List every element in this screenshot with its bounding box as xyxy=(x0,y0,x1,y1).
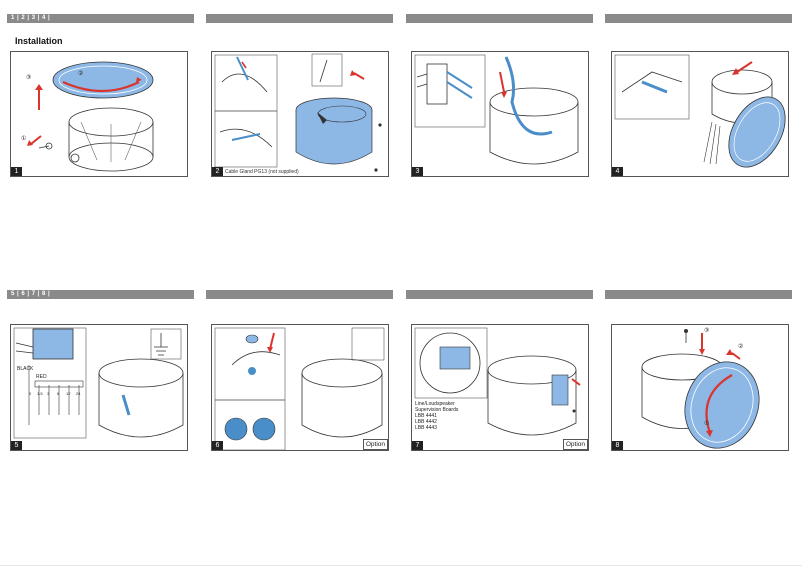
tap-label-4: 6 xyxy=(57,391,60,396)
page-index-bottom: 5 | 6 | 7 | 8 | xyxy=(11,291,51,297)
step-number: 6 xyxy=(212,441,223,450)
step-8-illustration xyxy=(641,329,760,449)
marker-3: ③ xyxy=(704,328,710,334)
step-number: 4 xyxy=(612,167,623,176)
step-5-panel: BLACK RED 0 1.5 3 6 12 24 5 xyxy=(10,324,188,451)
header-bar-2 xyxy=(206,14,393,23)
tap-label-2: 1.5 xyxy=(37,391,43,396)
step-3-panel: 3 xyxy=(411,51,589,177)
option-tag: Option xyxy=(362,439,388,450)
board-label-line-4: LBB 4442 xyxy=(415,419,437,425)
step-7-illustration xyxy=(414,327,581,436)
step-3-illustration xyxy=(414,54,579,165)
step-8-panel: ③ ② ① 8 xyxy=(611,324,789,451)
section-header-bar-bottom: 5 | 6 | 7 | 8 | xyxy=(7,290,194,299)
step-2-illustration xyxy=(214,53,382,172)
header-bar-4 xyxy=(605,14,792,23)
step-6-illustration xyxy=(214,327,385,450)
step-number: 2 xyxy=(212,167,223,176)
step-7-panel: Line/Loudspeaker Supervision Boards LBB … xyxy=(411,324,589,451)
header-bar-6 xyxy=(206,290,393,299)
section-title: Installation xyxy=(15,36,63,46)
board-label-line-1: Line/Loudspeaker xyxy=(415,401,455,407)
wire-label-red: RED xyxy=(36,374,47,380)
step-number: 7 xyxy=(412,441,423,450)
option-tag: Option xyxy=(562,439,588,450)
tap-label-3: 3 xyxy=(47,391,50,396)
tap-label-6: 24 xyxy=(76,391,81,396)
step-4-illustration xyxy=(614,54,786,168)
step-2-panel: 2 Cable Gland PG13 (not supplied) xyxy=(211,51,389,177)
marker-1: ① xyxy=(704,421,710,427)
step-5-illustration xyxy=(13,327,184,439)
section-header-bar-top: 1 | 2 | 3 | 4 | xyxy=(7,14,194,23)
marker-3: ③ xyxy=(26,75,32,81)
board-label-line-3: LBB 4441 xyxy=(415,413,437,419)
step-number: 1 xyxy=(11,167,22,176)
marker-2: ② xyxy=(78,71,84,77)
step-1-illustration xyxy=(27,61,154,172)
tap-label-1: 0 xyxy=(29,391,32,396)
header-bar-3 xyxy=(406,14,593,23)
board-label-line-2: Supervision Boards xyxy=(415,407,459,413)
step-number: 5 xyxy=(11,441,22,450)
cable-gland-caption: Cable Gland PG13 (not supplied) xyxy=(225,169,299,175)
page-footer-line xyxy=(0,565,802,566)
marker-1: ① xyxy=(21,136,27,142)
marker-2: ② xyxy=(738,344,744,350)
tap-label-5: 12 xyxy=(66,391,71,396)
board-label-line-5: LBB 4443 xyxy=(415,425,437,431)
step-4-panel: 4 xyxy=(611,51,789,177)
header-bar-7 xyxy=(406,290,593,299)
wire-label-black: BLACK xyxy=(17,366,34,372)
step-number: 8 xyxy=(612,441,623,450)
step-1-panel: ② ③ ① 1 xyxy=(10,51,188,177)
header-bar-8 xyxy=(605,290,792,299)
page-index-top: 1 | 2 | 3 | 4 | xyxy=(11,15,51,21)
step-6-panel: 6 Option xyxy=(211,324,389,451)
step-number: 3 xyxy=(412,167,423,176)
